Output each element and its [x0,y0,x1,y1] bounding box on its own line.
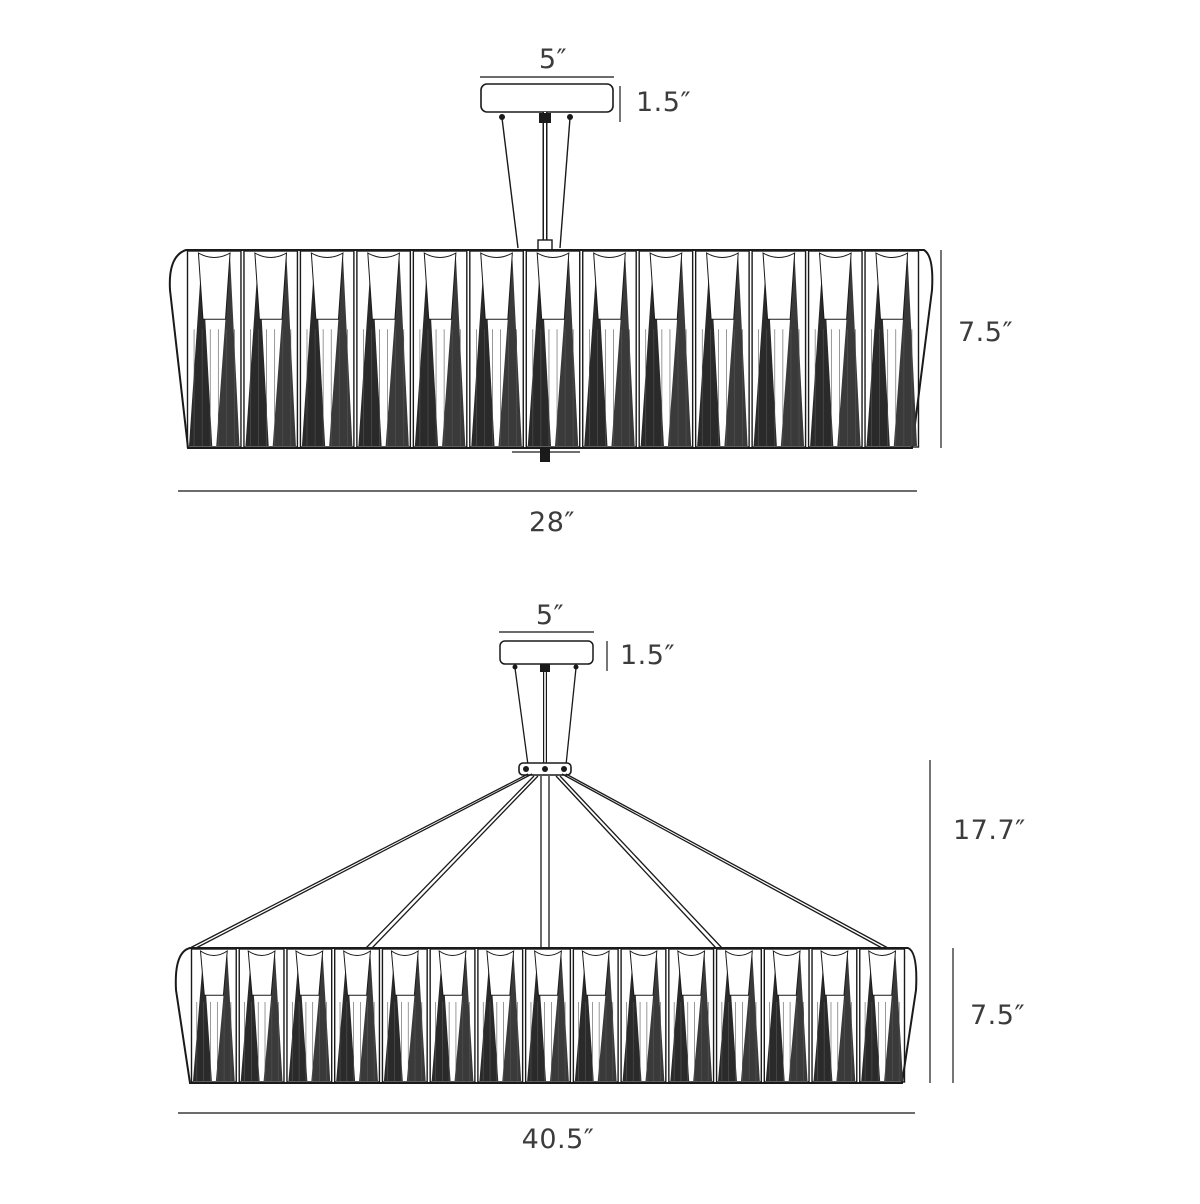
top-canopy-width-label: 5″ [538,44,568,75]
bottom-shade-panel [620,948,667,1083]
top-shade-panel [356,250,412,448]
top-shade-panel [299,250,355,448]
top-shade-panel [694,250,750,448]
top-shade-height-label: 7.5″ [958,317,1014,348]
top-cable-right [559,117,571,249]
bottom-canopy [499,640,594,665]
top-shade-panels [186,250,920,448]
bottom-shade-panel [381,948,428,1083]
bottom-support-arms [189,773,889,949]
bottom-shade-panel [190,948,237,1083]
top-shade-panel [638,250,694,448]
bottom-shade-panels [190,948,906,1083]
bottom-shade-panel [477,948,524,1083]
bottom-fixture [174,631,954,1114]
top-shade-panel [807,250,863,448]
bottom-shade-outline [174,947,918,1084]
top-shade-panel [186,250,242,448]
bottom-shade-height-label: 7.5″ [970,1000,1026,1031]
bottom-shade-panel [668,948,715,1083]
bottom-shade-panel [524,948,572,1083]
bottom-shade-panel [238,948,285,1083]
bottom-shade-panel [763,948,810,1083]
bottom-shade-panel [334,948,381,1083]
top-shade-panel [582,250,637,448]
top-canopy-height-label: 1.5″ [636,87,692,118]
top-cable-left [501,117,519,249]
top-fixture [168,76,942,492]
bottom-canopy-width-label: 5″ [535,600,565,631]
bottom-shade-panel [859,948,906,1083]
top-shade-width-label: 28″ [529,507,575,538]
top-canopy [480,83,614,113]
top-shade-panel [864,250,920,448]
bottom-shade-panel [286,948,333,1083]
top-shade-panel [243,250,299,448]
bottom-shade-width-label: 40.5″ [521,1124,595,1155]
top-shade-panel [412,250,468,448]
top-shade-outline [168,249,934,449]
top-shade-panel [525,250,581,448]
bottom-shade-panel [572,948,619,1083]
bottom-shade-panel [429,948,476,1083]
top-shade-panel [751,250,807,448]
top-shade-panel [469,250,524,448]
bottom-drop-height-label: 17.7″ [953,815,1026,846]
bottom-shade-panel [715,948,762,1083]
bottom-canopy-height-label: 1.5″ [620,640,676,671]
bottom-shade-panel [811,948,858,1083]
